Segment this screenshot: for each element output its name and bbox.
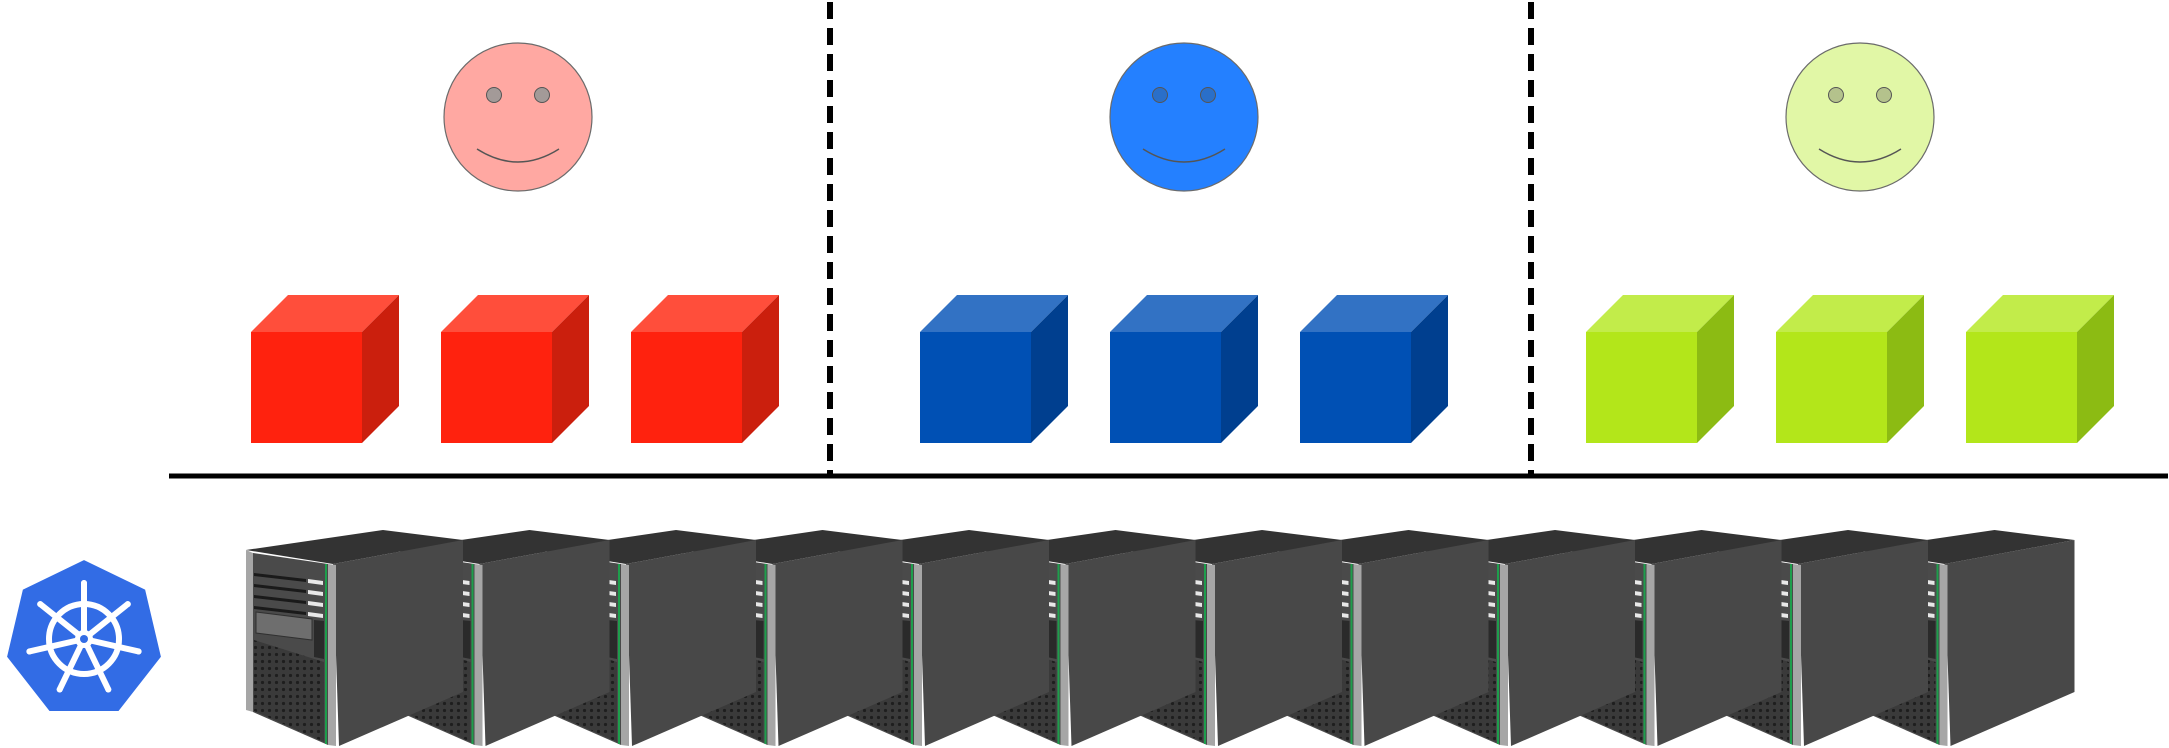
kubernetes-helm-icon [4,557,164,713]
cube-icon [1110,295,1258,443]
server-rack [246,530,2075,746]
cube-icon [920,295,1068,443]
smiley-face-icon [443,42,593,192]
cube-icon [1966,295,2114,443]
cube-icon [1776,295,1924,443]
cube-icon [251,295,399,443]
tenant-red [251,42,779,443]
cube-icon [441,295,589,443]
smiley-face-icon [1785,42,1935,192]
tenant-blue [920,42,1448,443]
cube-icon [1300,295,1448,443]
tenant-green [1586,42,2114,443]
smiley-face-icon [1109,42,1259,192]
cube-icon [1586,295,1734,443]
tenant-groups [251,42,2114,443]
cube-icon [631,295,779,443]
server-tower-icon [246,530,463,746]
